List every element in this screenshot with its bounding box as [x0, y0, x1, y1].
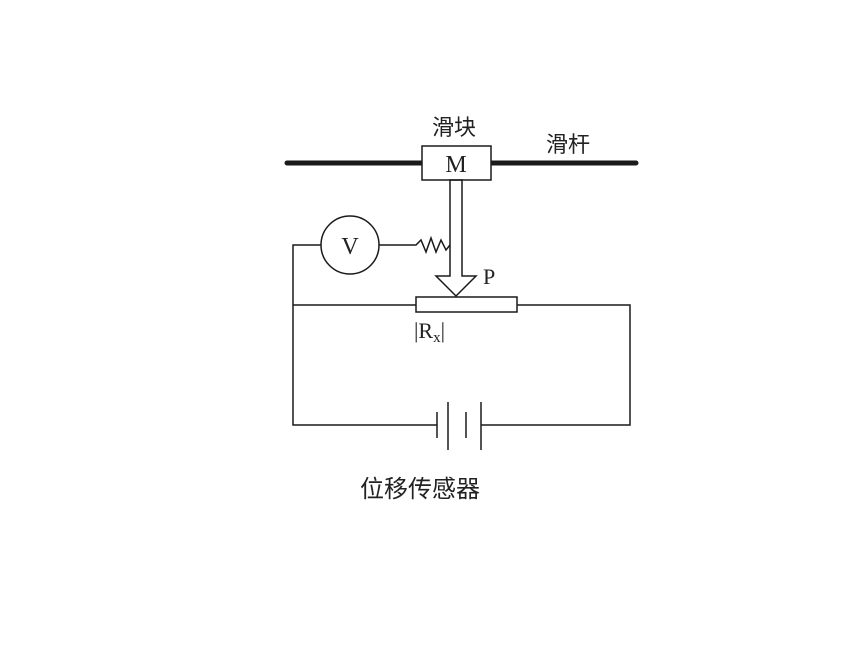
- voltmeter-left-wire: [292, 244, 321, 305]
- voltmeter-to-slider-wire: [379, 235, 451, 255]
- voltmeter-label: V: [341, 234, 359, 260]
- slider-block-letter: M: [445, 152, 466, 178]
- diagram-caption: 位移传感器: [360, 475, 480, 503]
- resistor-rx: [415, 296, 518, 313]
- slide-rod-label: 滑杆: [546, 133, 590, 158]
- pointer-arrow: [434, 179, 478, 298]
- left-circuit-wire: [292, 305, 437, 426]
- resistor-label-main: R: [418, 318, 433, 343]
- resistor-label-subscript: x: [433, 330, 441, 346]
- contact-point-label: P: [483, 264, 495, 289]
- slider-block-label: 滑块: [432, 116, 476, 141]
- resistor-label: |Rx|: [414, 318, 445, 346]
- resistor-right-wire: [481, 304, 631, 426]
- battery: [436, 402, 482, 450]
